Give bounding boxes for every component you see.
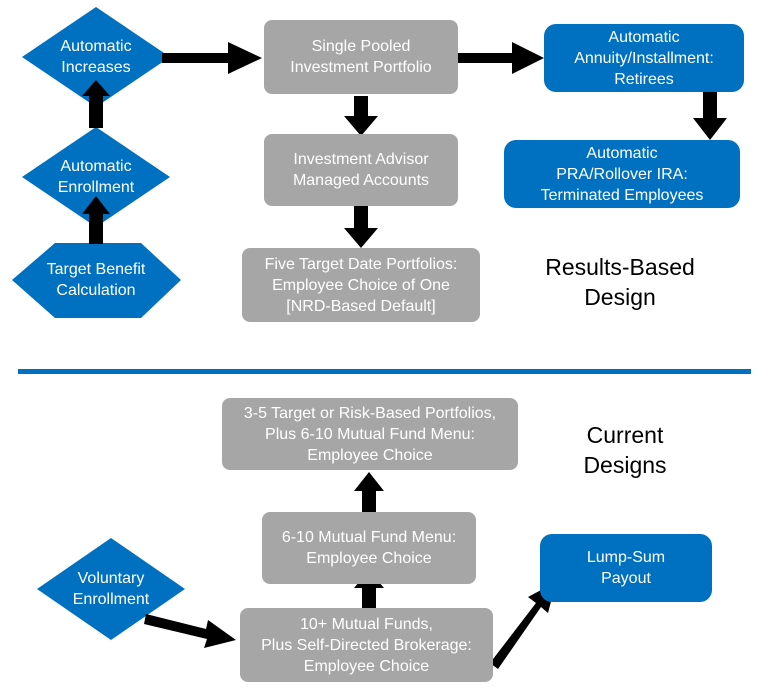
arrow-annuity-to-pra [693, 91, 727, 140]
target-benefit-diamond [12, 243, 181, 318]
arrow-portfolio-to-advisor [344, 96, 378, 136]
arrow-menu-to-portfolios [354, 472, 384, 512]
lump-sum-payout-box: Lump-Sum Payout [540, 534, 712, 602]
mutual-funds-brokerage-box: 10+ Mutual Funds, Plus Self-Directed Bro… [240, 608, 493, 682]
arrow-advisor-to-target-date [344, 206, 378, 248]
automatic-enrollment-diamond [22, 127, 170, 227]
results-based-heading: Results-Based Design [545, 254, 695, 310]
pra-rollover-box: Automatic PRA/Rollover IRA: Terminated E… [504, 140, 740, 208]
five-target-date-portfolios-box: Five Target Date Portfolios: Employee Ch… [242, 248, 480, 322]
arrow-enrollment-to-increases [82, 80, 110, 128]
automatic-increases-label: Automatic Increases [60, 38, 132, 76]
automatic-increases-diamond [22, 7, 170, 107]
automatic-enrollment-label: Automatic Enrollment [57, 158, 135, 196]
section-divider [18, 369, 751, 374]
annuity-retirees-box: Automatic Annuity/Installment: Retirees [544, 24, 744, 92]
single-pooled-portfolio-box: Single Pooled Investment Portfolio [264, 20, 458, 94]
arrow-funds-to-lumpsum [490, 582, 556, 669]
voluntary-enrollment-label: Voluntary Enrollment [72, 570, 150, 608]
arrow-calculation-to-enrollment [82, 196, 110, 244]
arrow-portfolio-to-annuity [458, 42, 544, 74]
current-designs-heading: Current Designs [583, 422, 667, 478]
target-benefit-calculation-label: Target Benefit Calculation [46, 261, 146, 299]
arrow-voluntary-to-funds [144, 614, 236, 648]
arrow-increases-to-portfolio [162, 42, 262, 74]
target-risk-portfolios-box: 3-5 Target or Risk-Based Portfolios, Plu… [222, 398, 518, 470]
mutual-fund-menu-box: 6-10 Mutual Fund Menu: Employee Choice [262, 512, 476, 584]
advisor-managed-accounts-box: Investment Advisor Managed Accounts [264, 134, 458, 206]
